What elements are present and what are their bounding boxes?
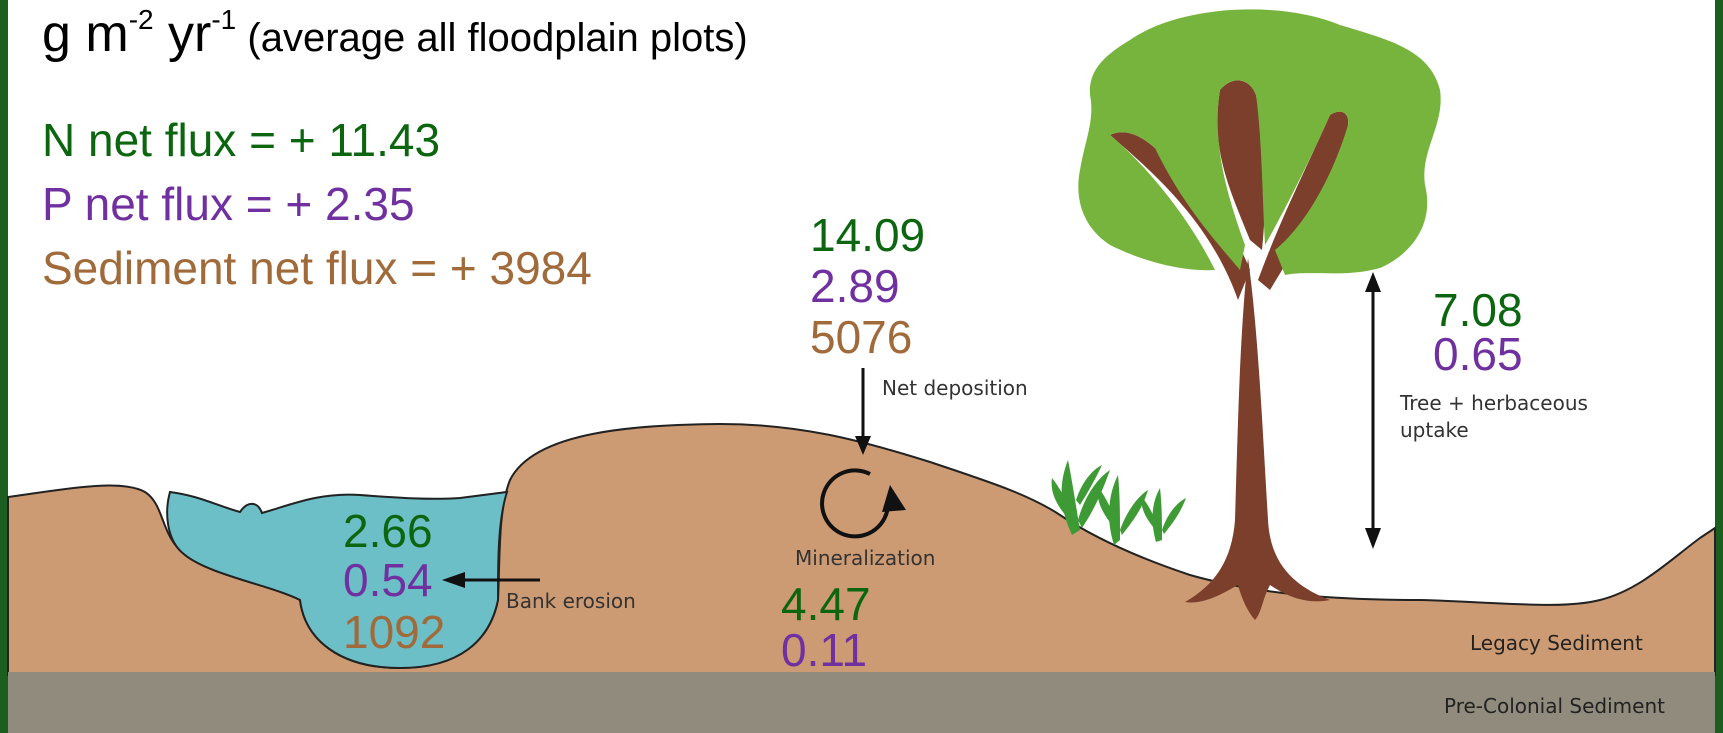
bank-erosion-arrow	[442, 572, 540, 588]
n-net-flux: N net flux = + 11.43	[42, 114, 441, 166]
units-exponent-area: -2	[128, 4, 154, 35]
erosion-p-value: 0.54	[343, 554, 433, 606]
erosion-n-value: 2.66	[343, 505, 433, 557]
stream-water	[166, 490, 509, 670]
sediment-net-flux: Sediment net flux = + 3984	[42, 242, 592, 294]
mineralization-label: Mineralization	[795, 546, 936, 570]
precolonial-sediment-layer	[8, 672, 1715, 733]
uptake-double-arrow	[1365, 272, 1381, 549]
erosion-sediment-value: 1092	[343, 606, 446, 658]
tree-branch-mid	[1217, 80, 1266, 250]
herbaceous-plants	[1051, 460, 1186, 545]
deposition-p-value: 2.89	[810, 260, 900, 312]
units-note: (average all floodplain plots)	[236, 16, 748, 60]
tree-canopy	[1078, 9, 1441, 276]
frame-right-edge	[1715, 0, 1723, 733]
uptake-n-value: 7.08	[1433, 284, 1523, 336]
mineralization-n-value: 4.47	[781, 578, 871, 630]
net-deposition-label: Net deposition	[882, 376, 1028, 400]
mineralization-p-value: 0.11	[781, 624, 868, 676]
frame-left-edge	[0, 0, 8, 733]
units-exponent-year: -1	[211, 4, 237, 35]
legacy-sediment-label: Legacy Sediment	[1470, 631, 1643, 655]
p-net-flux: P net flux = + 2.35	[42, 178, 415, 230]
units-year: yr	[153, 5, 212, 63]
uptake-label-line1: Tree + herbaceous	[1400, 391, 1588, 415]
precolonial-sediment-label: Pre-Colonial Sediment	[1444, 694, 1665, 718]
uptake-label-line2: uptake	[1400, 418, 1469, 442]
deposition-sediment-value: 5076	[810, 311, 913, 363]
bank-erosion-label: Bank erosion	[506, 589, 636, 613]
uptake-p-value: 0.65	[1433, 328, 1523, 380]
units-title: g m-2 yr-1 (average all floodplain plots…	[42, 5, 748, 63]
tree-branch-left	[1110, 132, 1250, 300]
deposition-n-value: 14.09	[810, 209, 926, 261]
net-deposition-arrow	[855, 368, 871, 455]
mineralization-cycle-icon	[820, 468, 906, 539]
units-main: g m	[42, 5, 129, 63]
tree-trunk	[1185, 258, 1330, 620]
